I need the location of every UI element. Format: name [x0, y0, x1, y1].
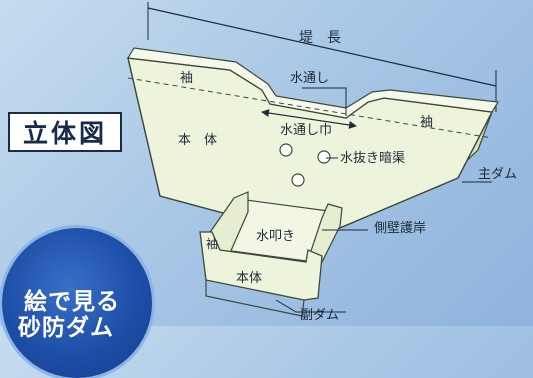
drain-label: 水抜き暗渠 [340, 150, 405, 166]
main-dam-crest [127, 47, 499, 119]
leader-lines [275, 87, 492, 313]
body-main-label: 本 体 [178, 133, 217, 148]
drain-holes [279, 143, 331, 187]
apron-label: 水叩き [256, 229, 295, 244]
badge-line-1: 絵で見る [24, 289, 120, 315]
wing-sub-label: 袖 [206, 236, 218, 251]
body-sub-label: 本体 [236, 271, 262, 286]
sub-dam-label: 副ダム [300, 308, 339, 323]
drain-hole [317, 150, 331, 164]
overflow-width-label: 水通し巾 [280, 123, 332, 138]
overflow-label: 水通し [290, 71, 329, 86]
badge-line-2: 砂防ダム [18, 315, 114, 341]
wing-body-boundary [127, 77, 493, 139]
main-dam-label: 主ダム [478, 167, 517, 182]
dam-3d-diagram: 堤 長 水通し 水通し巾 水抜き暗渠 主ダム 側壁護岸 水叩き 副ダム 袖 袖 … [127, 2, 517, 323]
drain-hole [291, 173, 305, 187]
wing-left-label: 袖 [180, 71, 193, 86]
wing-right-label: 袖 [420, 115, 433, 130]
main-dam [127, 47, 499, 239]
dam-length-label: 堤 長 [299, 30, 341, 46]
side-revetment-label: 側壁護岸 [374, 220, 426, 236]
drain-hole [279, 143, 293, 157]
sub-dam-front [199, 231, 323, 301]
sub-dam [199, 191, 343, 317]
page-title: 立体図 [8, 112, 122, 152]
